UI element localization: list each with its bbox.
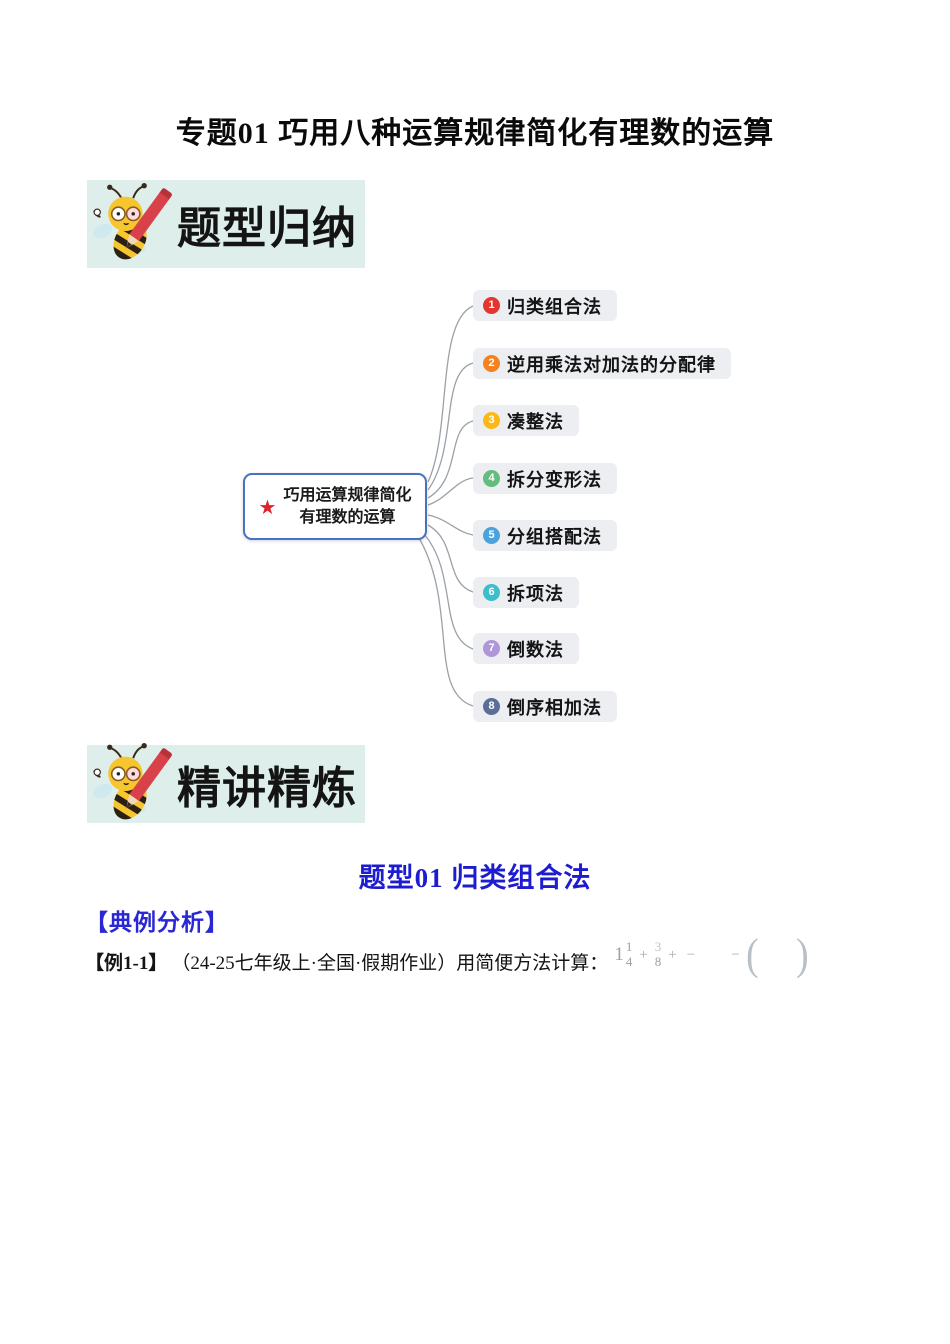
type-heading: 题型01 归类组合法 bbox=[358, 863, 592, 893]
bee-pencil-icon bbox=[93, 183, 172, 266]
mindmap-item-label: 凑整法 bbox=[507, 411, 564, 432]
mindmap-item: 8 倒序相加法 bbox=[473, 691, 617, 722]
item-number-badge: 6 bbox=[483, 584, 500, 601]
bee-pencil-icon bbox=[93, 743, 172, 826]
mindmap-item-label: 拆项法 bbox=[507, 583, 564, 604]
mindmap-center-label: 巧用运算规律简化 有理数的运算 bbox=[283, 486, 412, 526]
banner-title: 精讲精炼 bbox=[177, 764, 357, 813]
item-number-badge: 4 bbox=[483, 470, 500, 487]
math-minus: − bbox=[686, 946, 696, 963]
banner-title: 题型归纳 bbox=[177, 204, 357, 253]
item-number-badge: 7 bbox=[483, 640, 500, 657]
item-number-badge: 8 bbox=[483, 698, 500, 715]
item-number-badge: 1 bbox=[483, 297, 500, 314]
mindmap-center-node: ★ 巧用运算规律简化 有理数的运算 bbox=[243, 473, 427, 540]
mindmap-item-label: 拆分变形法 bbox=[507, 469, 602, 490]
star-icon: ★ bbox=[258, 494, 277, 519]
mindmap-item: 3 凑整法 bbox=[473, 405, 579, 436]
doc-title: 专题01 巧用八种运算规律简化有理数的运算 bbox=[175, 117, 775, 150]
example-source: （24-25七年级上·全国·假期作业）用简便方法计算： bbox=[171, 953, 609, 974]
mindmap-item-label: 倒序相加法 bbox=[507, 697, 602, 718]
banner-lecture-practice: 精讲精炼 bbox=[87, 743, 365, 826]
mindmap-item-label: 逆用乘法对加法的分配律 bbox=[507, 354, 716, 375]
mindmap-item-label: 分组搭配法 bbox=[507, 526, 602, 547]
math-minus: − bbox=[731, 946, 740, 963]
math-plus: + bbox=[639, 946, 648, 963]
mindmap-item: 2 逆用乘法对加法的分配律 bbox=[473, 348, 731, 379]
math-integer: 1 bbox=[614, 944, 624, 965]
item-number-badge: 3 bbox=[483, 412, 500, 429]
mindmap-item: 4 拆分变形法 bbox=[473, 463, 617, 494]
mindmap-item-label: 归类组合法 bbox=[507, 296, 602, 317]
math-plus: + bbox=[668, 946, 677, 963]
example-tag: 【例1-1】 bbox=[85, 953, 168, 974]
sub-heading-example-analysis: 【典例分析】 bbox=[85, 910, 229, 935]
mindmap-item-label: 倒数法 bbox=[507, 639, 564, 660]
banner-topic-summary: 题型归纳 bbox=[87, 180, 365, 268]
mindmap-item: 6 拆项法 bbox=[473, 577, 579, 608]
item-number-badge: 5 bbox=[483, 527, 500, 544]
mindmap-item: 7 倒数法 bbox=[473, 633, 579, 664]
item-number-badge: 2 bbox=[483, 355, 500, 372]
mindmap-item: 1 归类组合法 bbox=[473, 290, 617, 321]
mindmap-item: 5 分组搭配法 bbox=[473, 520, 617, 551]
